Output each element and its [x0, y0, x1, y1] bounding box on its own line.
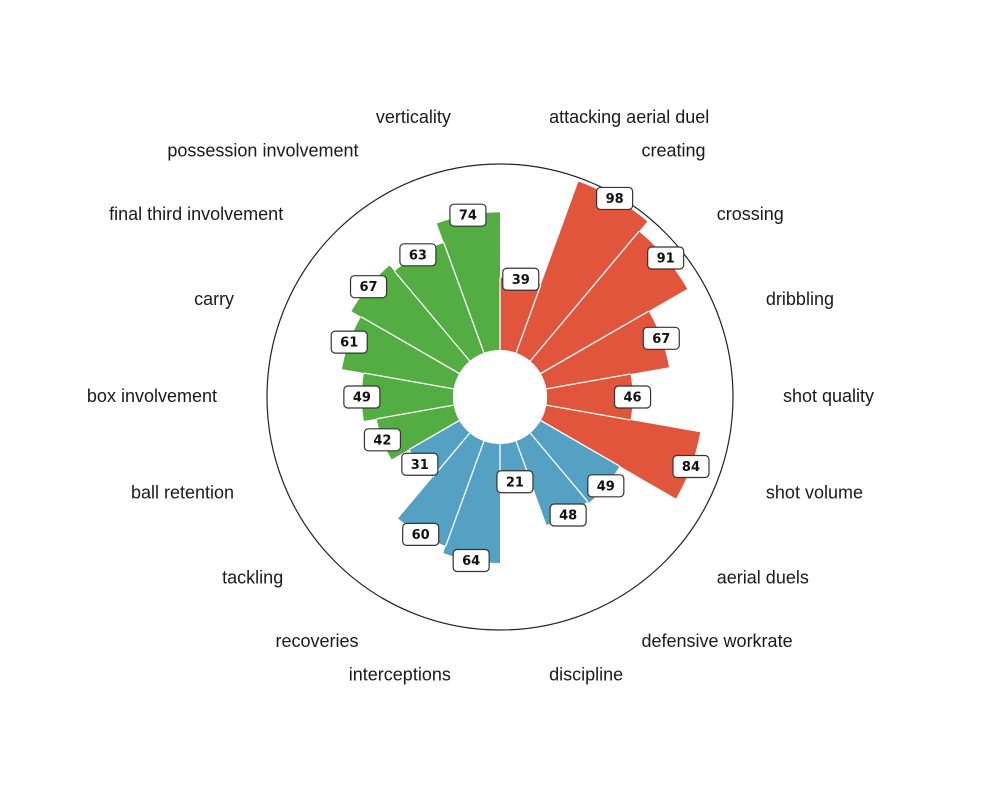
category-label-recoveries: recoveries: [275, 631, 358, 651]
category-label-interceptions: interceptions: [349, 664, 451, 684]
value-box-defensive-workrate: [549, 503, 587, 527]
category-label-discipline: discipline: [549, 664, 623, 684]
category-label-carry: carry: [194, 289, 234, 309]
value-label-attacking-aerial-duel: 39: [512, 273, 530, 288]
value-box-ball-retention: [363, 428, 402, 452]
value-box-carry: [330, 330, 368, 354]
category-label-crossing: crossing: [717, 204, 784, 224]
value-box-creating: [596, 186, 634, 211]
value-box-recoveries: [402, 522, 440, 546]
bar-separator: [515, 284, 542, 354]
category-label-aerial-duels: aerial duels: [717, 568, 809, 588]
category-label-ball-retention: ball retention: [131, 483, 234, 503]
bar-separator: [546, 404, 631, 421]
bar-separator: [529, 432, 589, 502]
category-label-attacking-aerial-duel: attacking aerial duel: [549, 107, 709, 127]
bar-recoveries: [398, 433, 484, 547]
bar-creating: [516, 181, 648, 361]
value-box-interceptions: [452, 548, 490, 573]
bar-separator: [360, 316, 460, 375]
category-label-possession-involvement: possession involvement: [167, 141, 358, 161]
value-label-aerial-duels: 49: [597, 479, 615, 494]
value-label-creating: 98: [606, 192, 624, 207]
bar-separator: [432, 432, 471, 478]
value-label-shot-quality: 46: [624, 391, 642, 406]
value-box-aerial-duels: [587, 474, 625, 498]
bar-separator: [529, 230, 640, 362]
value-label-recoveries: 60: [412, 528, 430, 543]
category-label-box-involvement: box involvement: [87, 386, 217, 406]
value-box-shot-volume: [672, 454, 710, 479]
value-box-possession-involvement: [399, 243, 437, 267]
category-labels: attacking aerial duel creating crossing dri…: [87, 107, 874, 684]
value-box-discipline: [496, 470, 534, 494]
bar-separator: [363, 372, 454, 390]
value-label-discipline: 21: [506, 475, 524, 490]
bar-shot-volume: [540, 405, 701, 499]
value-box-final-third-involvement: [349, 275, 388, 299]
category-label-tackling: tackling: [222, 568, 283, 588]
bar-separator: [409, 419, 460, 450]
bar-verticality: [436, 212, 500, 353]
value-box-box-involvement: [343, 385, 381, 409]
value-box-tackling: [401, 452, 439, 476]
value-labels: 39 98 91 67 46 84 49 48 21 64 60 31 42 49 61 67 63 74: [330, 186, 710, 573]
bar-carry: [341, 316, 460, 389]
value-label-shot-volume: 84: [682, 460, 700, 475]
value-label-ball-retention: 42: [373, 433, 391, 448]
category-label-shot-volume: shot volume: [766, 483, 863, 503]
bar-separator: [540, 310, 649, 375]
value-label-crossing: 91: [657, 251, 675, 266]
value-label-carry: 61: [340, 336, 358, 351]
bar-separator: [546, 373, 631, 390]
category-label-dribbling: dribbling: [766, 289, 834, 309]
bar-possession-involvement: [394, 242, 484, 361]
value-label-final-third-involvement: 67: [359, 280, 377, 295]
value-label-verticality: 74: [459, 209, 477, 224]
value-label-defensive-workrate: 48: [559, 509, 577, 524]
value-box-verticality: [449, 203, 487, 227]
category-label-final-third-involvement: final third involvement: [109, 204, 283, 224]
value-label-dribbling: 67: [652, 332, 670, 347]
outer-ring: [266, 163, 734, 631]
bar-separator: [540, 419, 620, 467]
bar-separator: [376, 404, 454, 420]
value-box-crossing: [647, 246, 685, 270]
value-box-dribbling: [642, 326, 680, 350]
value-box-attacking-aerial-duel: [502, 267, 540, 291]
category-label-creating: creating: [642, 141, 706, 161]
separator-lines: [360, 230, 649, 547]
value-label-possession-involvement: 63: [409, 248, 427, 263]
bar-separator: [393, 270, 471, 362]
category-label-verticality: verticality: [376, 107, 451, 127]
bar-defensive-workrate: [516, 433, 588, 526]
bar-separator: [445, 440, 485, 547]
value-box-shot-quality: [613, 385, 652, 409]
inner-hole: [453, 350, 547, 444]
bar-attacking-aerial-duel: [500, 277, 541, 353]
value-label-tackling: 31: [411, 458, 429, 473]
bar-interceptions: [443, 441, 500, 564]
category-label-defensive-workrate: defensive workrate: [642, 631, 793, 651]
category-label-shot-quality: shot quality: [783, 386, 874, 406]
value-label-interceptions: 64: [462, 554, 480, 569]
value-label-box-involvement: 49: [353, 391, 371, 406]
bar-dribbling: [540, 311, 670, 389]
bar-separator: [443, 242, 485, 354]
